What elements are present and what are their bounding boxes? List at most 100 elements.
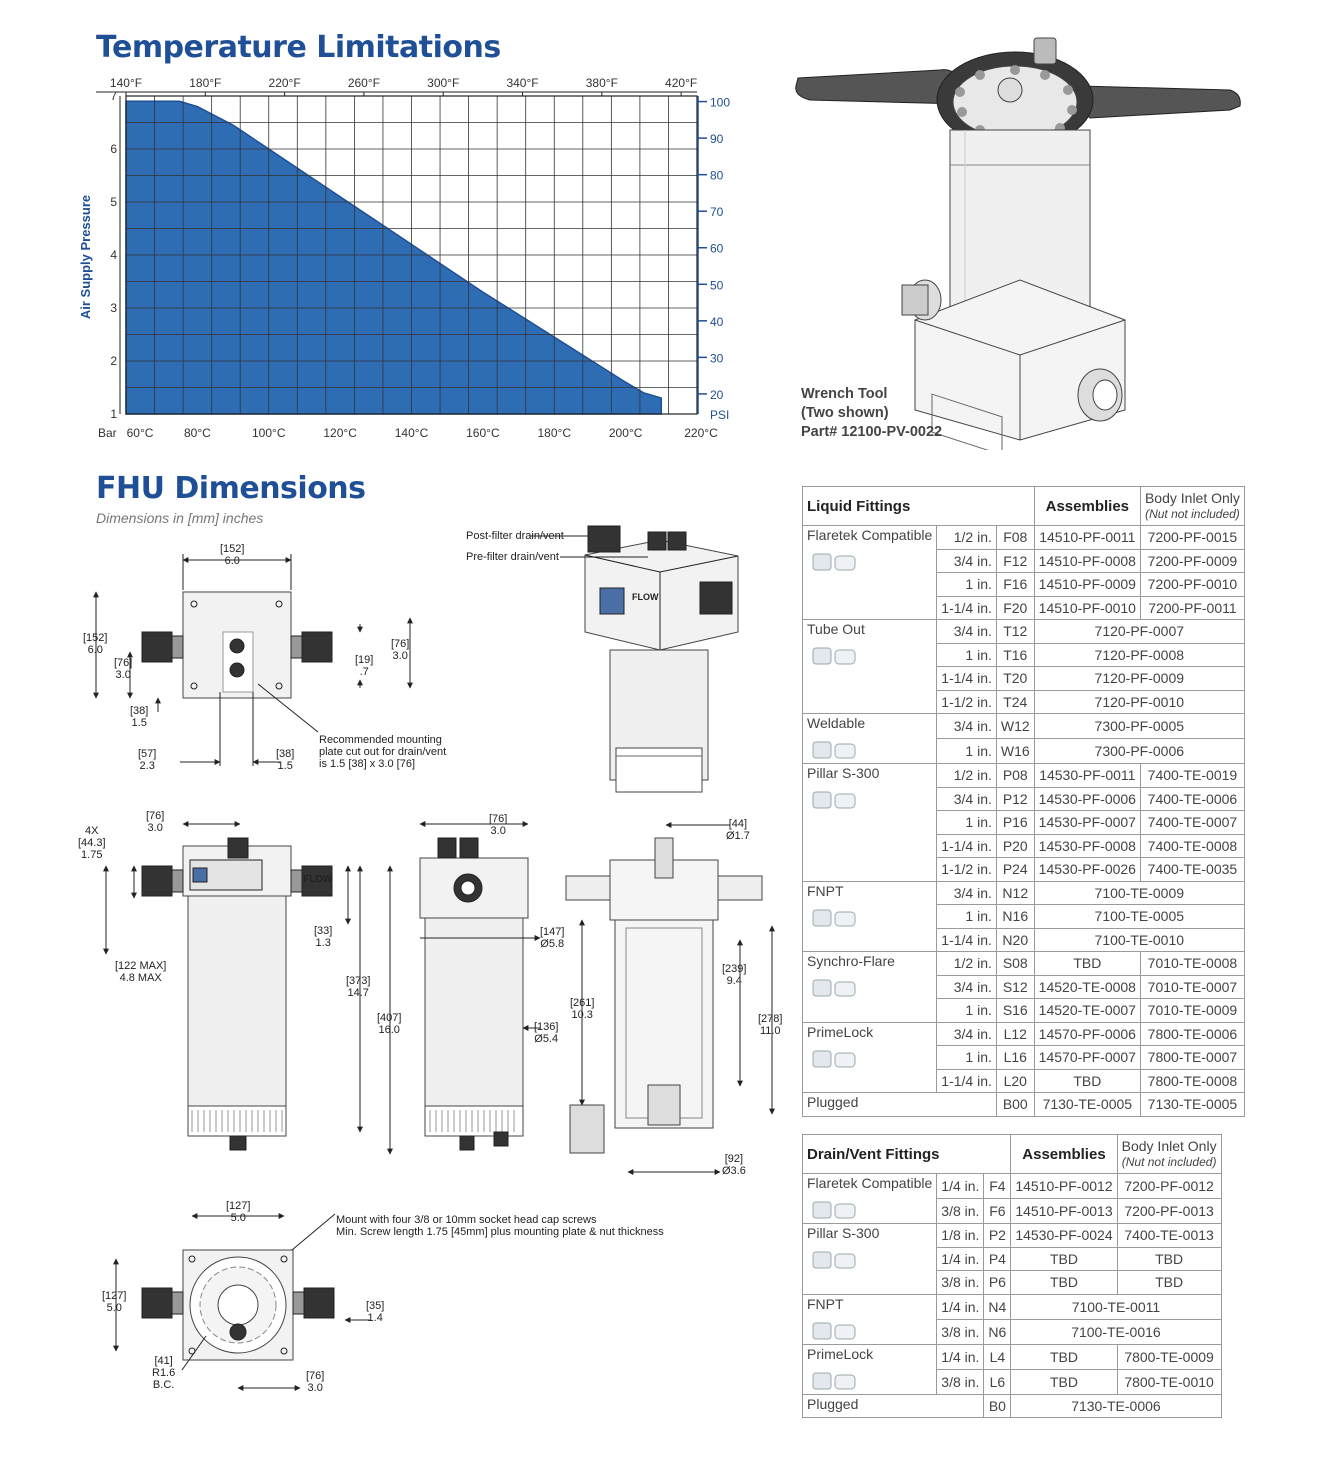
fitting-size: 1-1/4 in. [936, 595, 997, 620]
part-number: 7120-PF-0008 [1033, 642, 1245, 667]
dimension-text: 16.0 [378, 1024, 400, 1036]
bar-unit: Bar [98, 426, 117, 440]
fitting-size: 1/4 in. [936, 1343, 985, 1370]
x-tick-c: 160°C [466, 426, 500, 440]
assembly-part-number: TBD [1010, 1368, 1118, 1395]
fitting-code: N12 [995, 880, 1035, 905]
flow-label-iso: FLOW [632, 592, 659, 602]
fitting-code: F12 [995, 548, 1035, 573]
body-inlet-part-number: 7400-TE-0008 [1139, 833, 1245, 858]
assembly-part-number: TBD [1010, 1343, 1118, 1370]
fitting-size: 1/2 in. [936, 951, 997, 976]
dimension-text: [407] [377, 1012, 402, 1024]
body-inlet-part-number: 7130-TE-0005 [1139, 1092, 1245, 1117]
dimension-text: B.C. [152, 1379, 175, 1391]
dimension-text: 6.0 [224, 555, 240, 567]
post-filter-label: Post-filter drain/vent [466, 530, 564, 542]
fitting-code: B00 [995, 1092, 1035, 1117]
assembly-part-number: 14510-PF-0008 [1033, 548, 1141, 573]
fitting-code: P20 [995, 833, 1035, 858]
table-header-assemblies: Assemblies [1010, 1134, 1118, 1174]
mounting-note-line: Recommended mounting [319, 734, 442, 746]
screw-note-line: Min. Screw length 1.75 [45mm] plus mount… [336, 1226, 664, 1238]
body-inlet-part-number: 7200-PF-0009 [1139, 548, 1245, 573]
fitting-type: Flaretek Compatible [801, 525, 938, 620]
body-inlet-part-number: 7200-PF-0010 [1139, 572, 1245, 597]
dimension-label: [152]6.0 [83, 632, 107, 656]
screw-note-line: Mount with four 3/8 or 10mm socket head … [336, 1214, 597, 1226]
dimension-label: [127]5.0 [226, 1200, 250, 1224]
dimension-text: [127] [102, 1290, 127, 1302]
dimension-label: [38]1.5 [130, 705, 148, 729]
dimension-label: [76]3.0 [146, 810, 164, 834]
fitting-size: 1 in. [936, 998, 997, 1023]
fitting-name: Flaretek Compatible [807, 527, 933, 543]
dimension-text: [147] [540, 926, 565, 938]
fitting-thumbnail-icon [812, 1372, 856, 1389]
fitting-size: 1 in. [936, 1045, 997, 1070]
dimension-text: [44] [728, 818, 748, 830]
y-tick-psi: 40 [710, 315, 724, 329]
part-number: 7100-TE-0005 [1033, 904, 1245, 929]
y-tick-bar: 5 [110, 195, 117, 209]
fitting-code: L20 [995, 1068, 1035, 1093]
dimension-text: 11.0 [759, 1025, 781, 1037]
dimension-text: 9.4 [726, 975, 742, 987]
body-inlet-part-number: 7400-TE-0006 [1139, 786, 1245, 811]
fitting-code: T12 [995, 619, 1035, 644]
dimension-text: .7 [359, 666, 369, 678]
fitting-size: 1/4 in. [936, 1246, 985, 1271]
fitting-code: P6 [983, 1270, 1012, 1295]
fitting-size: 1-1/4 in. [936, 1068, 997, 1093]
body-inlet-part-number: 7200-PF-0011 [1139, 595, 1245, 620]
dimension-text: 3.0 [490, 825, 506, 837]
x-tick-f: 220°F [269, 76, 301, 90]
fitting-size: 1-1/4 in. [936, 833, 997, 858]
dimension-text: [35] [366, 1300, 385, 1312]
dimension-text: [127] [226, 1200, 251, 1212]
header-note: (Nut not included) [1121, 1155, 1217, 1169]
dimension-label: 4X[44.3]1.75 [78, 825, 106, 861]
part-number: 7130-TE-0006 [1010, 1393, 1222, 1418]
fitting-size: 3/8 in. [936, 1270, 985, 1295]
body-inlet-part-number: 7200-PF-0013 [1116, 1198, 1222, 1224]
fitting-code: P24 [995, 857, 1035, 882]
dimension-text: [239] [722, 963, 747, 975]
dimension-text: [38] [276, 748, 295, 760]
table-header-body-inlet: Body Inlet Only(Nut not included) [1116, 1134, 1222, 1174]
part-number: 7100-TE-0016 [1010, 1318, 1222, 1345]
fitting-code: P4 [983, 1246, 1012, 1271]
assembly-part-number: TBD [1033, 1068, 1141, 1093]
assembly-part-number: TBD [1010, 1246, 1118, 1271]
assembly-part-number: 14530-PF-0024 [1010, 1223, 1118, 1248]
fitting-thumbnail-icon [812, 647, 856, 665]
dimension-label: [278]11.0 [758, 1013, 782, 1037]
fitting-type: Synchro-Flare [801, 951, 938, 1023]
y-tick-bar: 3 [110, 301, 117, 315]
dimension-text: 14.7 [347, 987, 369, 999]
fitting-size: 3/8 in. [936, 1198, 985, 1224]
fitting-type: Pillar S-300 [801, 763, 938, 882]
assembly-part-number: 7130-TE-0005 [1033, 1092, 1141, 1117]
body-inlet-part-number: TBD [1116, 1270, 1222, 1295]
y-tick-psi: 30 [710, 351, 724, 365]
dimension-text: Ø5.4 [534, 1033, 559, 1045]
dimension-text: 5.0 [106, 1302, 122, 1314]
fitting-name: FNPT [807, 1295, 844, 1312]
dimension-text: Ø5.8 [540, 938, 565, 950]
dimension-label: [76]3.0 [489, 813, 507, 837]
fitting-type: Tube Out [801, 619, 938, 714]
dimension-label: [19].7 [355, 654, 373, 678]
body-inlet-part-number: 7200-PF-0012 [1116, 1173, 1222, 1199]
pre-filter-label: Pre-filter drain/vent [466, 551, 559, 563]
assembly-part-number: 14530-PF-0007 [1033, 810, 1141, 835]
y-tick-psi: 100 [710, 96, 730, 110]
y-tick-psi: 70 [710, 205, 724, 219]
